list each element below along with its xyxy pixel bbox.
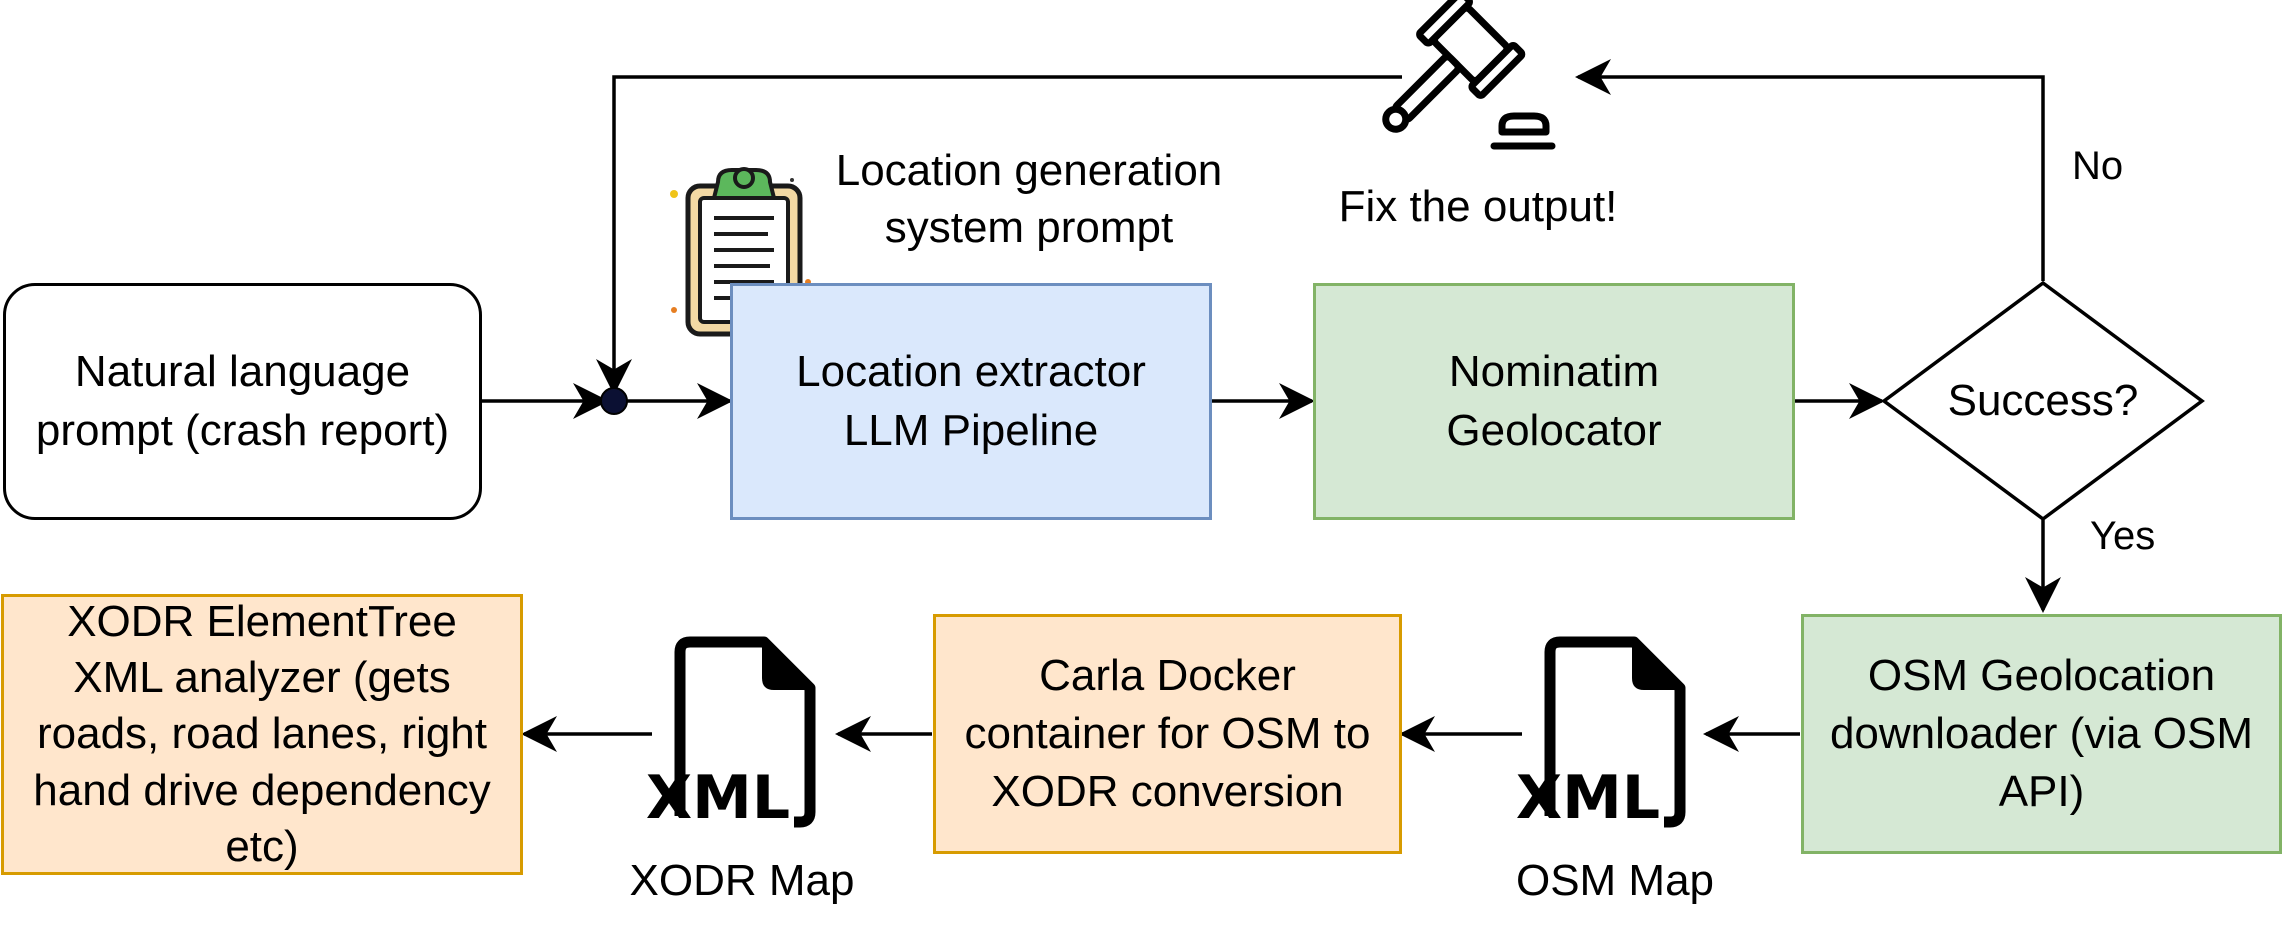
natural-language-prompt-node: Natural language prompt (crash report) bbox=[3, 283, 482, 520]
no-edge-label: No bbox=[2072, 144, 2124, 188]
osm-xml-file-icon: XML bbox=[1516, 636, 1686, 833]
prompt-line-2: prompt (crash report) bbox=[35, 405, 450, 455]
system-prompt-label: Location generation system prompt bbox=[812, 142, 1246, 256]
osm-xml-icon-text: XML bbox=[1516, 763, 1660, 833]
analyzer-line-3: roads, road lanes, right bbox=[36, 709, 488, 759]
geolocator-line-1: Nominatim bbox=[1448, 347, 1660, 397]
gavel-icon bbox=[1382, 0, 1556, 150]
analyzer-line-1: XODR ElementTree bbox=[67, 596, 457, 646]
prompt-line-1: Natural language bbox=[74, 347, 411, 397]
carla-line-2: container for OSM to bbox=[964, 708, 1371, 758]
xodr-xml-file-icon: XML bbox=[646, 636, 816, 833]
carla-line-1: Carla Docker bbox=[1039, 650, 1296, 700]
carla-docker-node: Carla Docker container for OSM to XODR c… bbox=[933, 614, 1402, 854]
analyzer-line-4: hand drive dependency bbox=[33, 765, 491, 815]
analyzer-line-2: XML analyzer (gets bbox=[73, 653, 451, 703]
osm-geolocation-downloader-node: OSM Geolocation downloader (via OSM API) bbox=[1801, 614, 2282, 854]
decision-label: Success? bbox=[1947, 376, 2139, 425]
xodr-analyzer-node: XODR ElementTree XML analyzer (gets road… bbox=[1, 594, 523, 875]
edge-fix-to-junction bbox=[596, 75, 1402, 395]
xodr-map-caption: XODR Map bbox=[629, 856, 855, 905]
geolocator-line-2: Geolocator bbox=[1446, 405, 1662, 455]
xodr-xml-icon-text: XML bbox=[646, 763, 790, 833]
system-prompt-line-2: system prompt bbox=[884, 203, 1174, 253]
yes-edge-label: Yes bbox=[2090, 514, 2156, 558]
extractor-line-1: Location extractor bbox=[796, 347, 1146, 397]
location-extractor-node: Location extractor LLM Pipeline bbox=[730, 283, 1212, 520]
downloader-line-2: downloader (via OSM bbox=[1829, 708, 2254, 758]
decision-diamond bbox=[1881, 280, 2205, 522]
fix-output-label: Fix the output! bbox=[1338, 182, 1618, 231]
osm-map-caption: OSM Map bbox=[1515, 856, 1715, 905]
system-prompt-line-1: Location generation bbox=[835, 146, 1223, 195]
nominatim-geolocator-node: Nominatim Geolocator bbox=[1313, 283, 1795, 520]
analyzer-line-5: etc) bbox=[225, 821, 299, 871]
junction-dot bbox=[600, 387, 628, 415]
extractor-line-2: LLM Pipeline bbox=[843, 405, 1099, 455]
edge-decision-no bbox=[1575, 59, 2045, 281]
carla-line-3: XODR conversion bbox=[991, 767, 1344, 817]
downloader-line-1: OSM Geolocation bbox=[1867, 650, 2216, 700]
downloader-line-3: API) bbox=[1998, 767, 2085, 817]
